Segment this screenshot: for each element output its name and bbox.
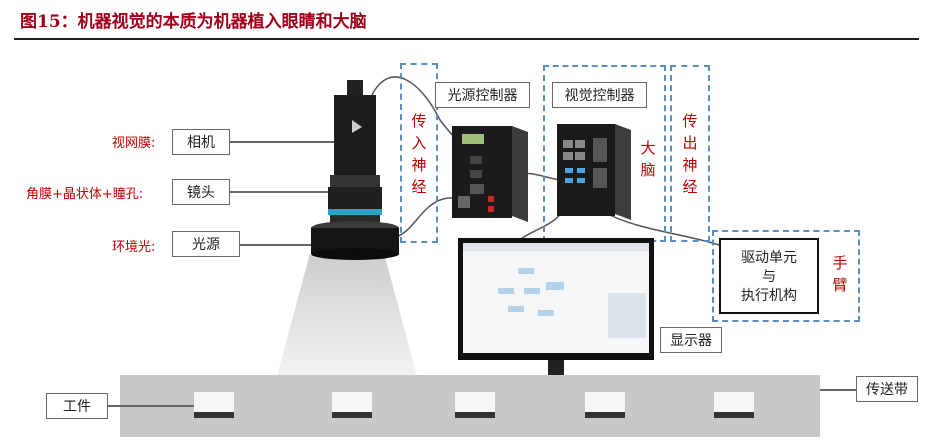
connector-conveyor [820,389,856,391]
actuator-line-3: 执行机构 [741,288,797,304]
page-title: 图15：机器视觉的本质为机器植入眼睛和大脑 [20,12,367,32]
box-display: 显示器 [660,327,722,353]
box-light-source: 光源 [172,231,240,257]
vision-controller-io-2 [593,168,607,188]
screen-node-5 [508,306,524,312]
vision-controller-side [615,124,631,220]
light-controller-screen [462,134,484,144]
lens-ring-top [330,175,380,187]
vision-controller-device [557,124,631,220]
light-controller-power-switch [458,196,470,208]
monitor-stand [548,360,564,378]
label-efferent-nerve: 传出神经 [682,112,698,196]
lens-body [328,187,382,209]
dash-efferent-nerve [670,65,710,242]
light-controller-red-light-1 [488,196,494,202]
label-retina: 视网膜: [112,136,156,151]
actuator-line-2: 与 [762,269,776,285]
box-lens: 镜头 [172,179,230,205]
label-ambient-light: 环境光: [112,240,156,255]
dash-afferent-nerve [400,63,438,243]
light-controller-side [512,126,528,222]
box-workpiece: 工件 [46,393,108,419]
screen-node-6 [538,310,554,316]
title-rule [14,38,919,40]
screen-node-2 [498,288,514,294]
camera-logo-icon [352,120,362,133]
screen-node-4 [546,282,564,290]
light-controller-port-2 [470,170,482,178]
workpiece-4 [585,392,625,418]
vision-controller-eth-port-1 [563,140,573,148]
vision-controller-usb-2 [577,168,585,173]
light-controller-port-3 [470,184,484,194]
workpiece-1 [194,392,234,418]
screen-node-1 [518,268,534,274]
vision-controller-usb-3 [565,178,573,183]
label-cornea-lens-pupil: 角膜+晶状体+瞳孔: [26,187,144,202]
label-afferent-nerve: 传入神经 [411,112,427,196]
light-controller-port-1 [470,156,482,164]
camera-body [334,95,376,175]
camera-cable-plug [347,80,363,98]
light-controller-red-light-2 [488,206,494,212]
vision-controller-usb-4 [577,178,585,183]
vision-controller-eth-port-2 [575,140,585,148]
connector-lens [230,191,330,193]
connector-camera [230,141,340,143]
label-arm: 手臂 [832,254,848,294]
box-camera: 相机 [172,129,230,155]
workpiece-5 [714,392,754,418]
display-monitor [458,238,654,378]
vision-controller-eth-port-4 [575,152,585,160]
camera-assembly [311,80,399,260]
screen-side-panel [608,293,646,338]
lens-accent-ring [328,209,382,215]
light-controller-device [452,126,528,222]
vision-controller-usb-1 [565,168,573,173]
actuator-line-1: 驱动单元 [741,250,797,266]
lens-bottom [330,215,380,223]
box-vision-controller: 视觉控制器 [552,82,647,108]
connector-light [240,244,315,246]
vision-controller-io-1 [593,138,607,162]
screen-toolbar [463,243,649,251]
screen-node-3 [524,288,540,294]
workpiece-3 [455,392,495,418]
ring-light-bottom [311,248,399,260]
connector-workpiece [108,405,194,407]
box-conveyor: 传送带 [856,376,918,402]
dash-arm [712,230,860,322]
workpiece-2 [332,392,372,418]
label-brain: 大脑 [640,139,656,179]
box-light-controller: 光源控制器 [435,82,530,108]
vision-controller-eth-port-3 [563,152,573,160]
box-actuator: 驱动单元 与 执行机构 [719,238,819,314]
